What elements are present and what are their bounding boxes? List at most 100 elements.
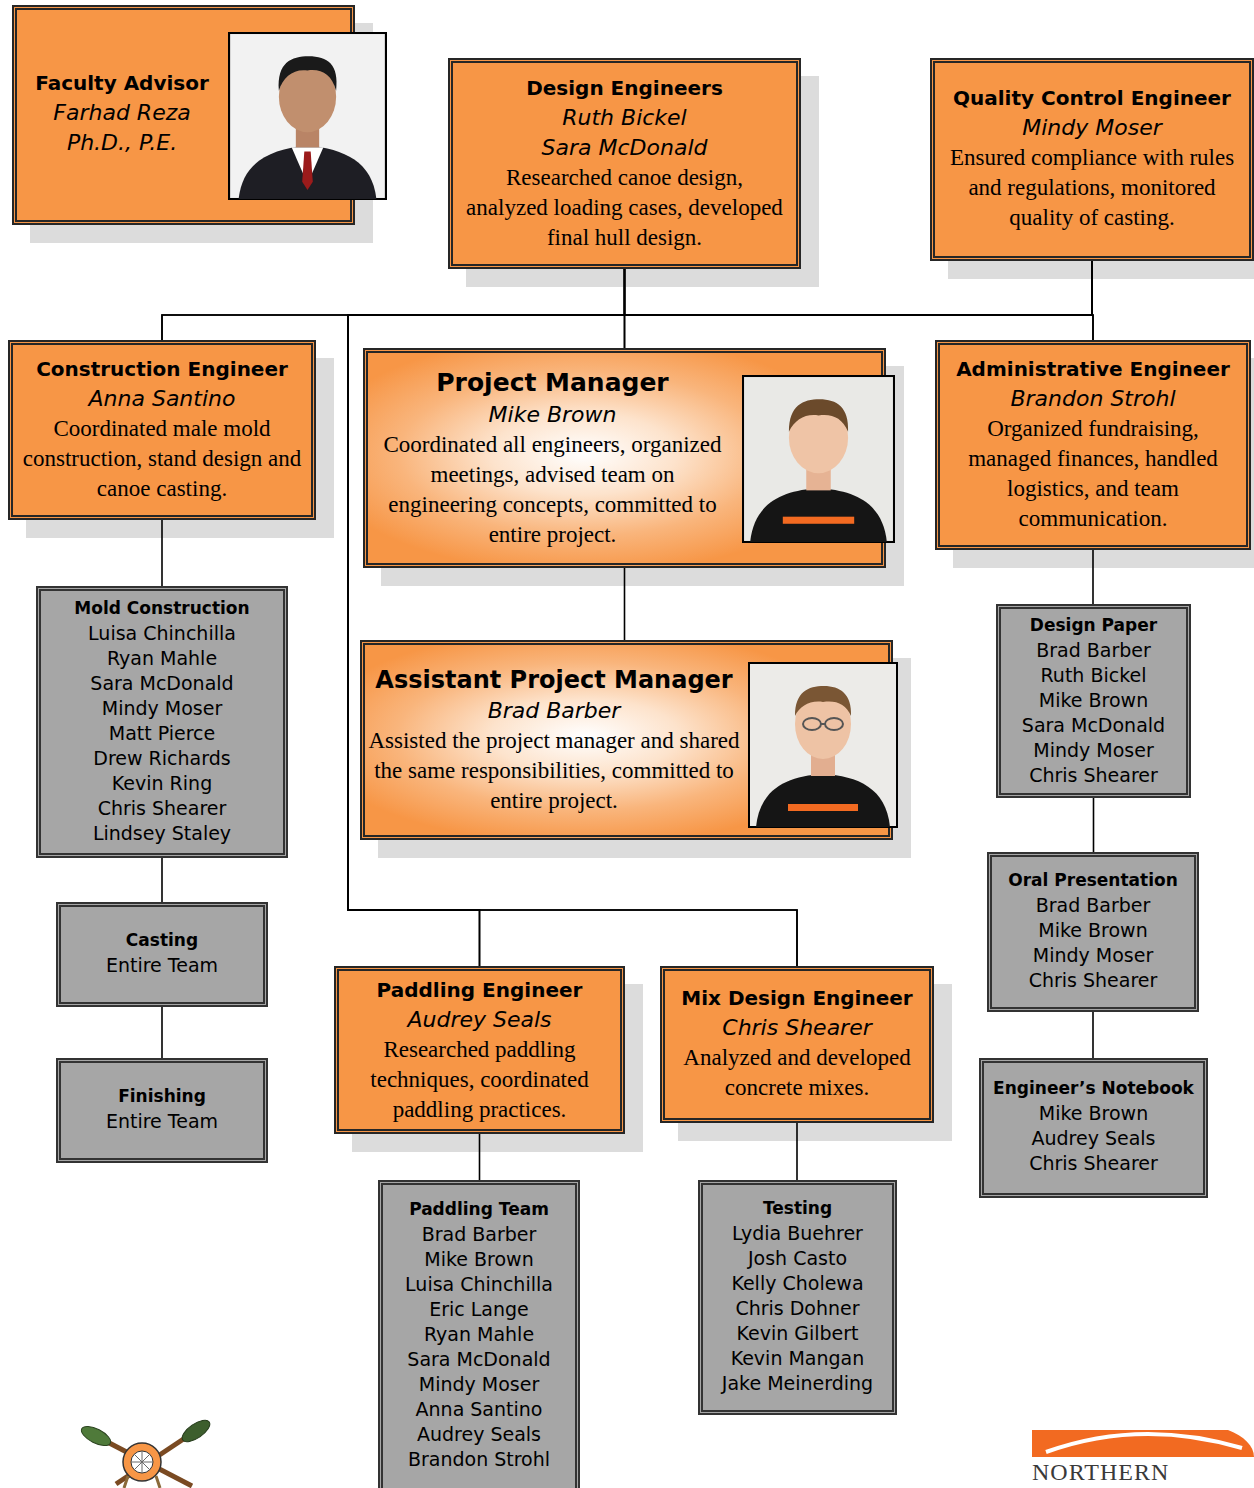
team-box: Design PaperBrad BarberRuth BickelMike B… xyxy=(996,604,1191,798)
role-box: Administrative EngineerBrandon StrohlOrg… xyxy=(935,340,1251,550)
role-description: Researched paddling techniques, coordina… xyxy=(345,1035,614,1125)
member-name: Sara McDonald xyxy=(1004,713,1183,738)
member-name: Anna Santino xyxy=(19,384,305,414)
member-name: Kevin Gilbert xyxy=(706,1321,889,1346)
member-name: Audrey Seals xyxy=(386,1422,572,1447)
member-name: Mindy Moser xyxy=(1004,738,1183,763)
member-name: Mike Brown xyxy=(386,1247,572,1272)
connector-line xyxy=(162,269,625,340)
member-name: Brad Barber xyxy=(386,1222,572,1247)
member-name: Ruth Bickel xyxy=(1004,663,1183,688)
member-name: Mike Brown xyxy=(995,918,1191,943)
member-name: Lindsey Staley xyxy=(44,821,280,846)
member-name: Entire Team xyxy=(64,1109,260,1134)
role-box: Assistant Project ManagerBrad BarberAssi… xyxy=(360,640,893,840)
member-name: Mike Brown xyxy=(375,400,730,430)
member-name: Josh Casto xyxy=(706,1246,889,1271)
member-name: Sara McDonald xyxy=(44,671,280,696)
team-heading: Casting xyxy=(64,928,260,953)
node-heading: Faculty Advisor xyxy=(21,68,223,98)
connector-line xyxy=(479,1134,481,1180)
role-description: Ensured compliance with rules and regula… xyxy=(938,143,1246,233)
team-box: Engineer’s NotebookMike BrownAudrey Seal… xyxy=(979,1058,1208,1198)
node-heading: Project Manager xyxy=(375,366,730,400)
member-name: Audrey Seals xyxy=(987,1126,1200,1151)
team-box: Oral PresentationBrad BarberMike BrownMi… xyxy=(987,852,1199,1012)
team-box: TestingLydia BuehrerJosh CastoKelly Chol… xyxy=(698,1180,897,1415)
member-name: Ruth Bickel xyxy=(465,103,784,133)
member-name: Brad Barber xyxy=(1004,638,1183,663)
connector-line xyxy=(624,568,626,640)
node-heading: Administrative Engineer xyxy=(945,354,1241,384)
member-name: Kevin Ring xyxy=(44,771,280,796)
team-heading: Engineer’s Notebook xyxy=(987,1076,1200,1101)
node-heading: Mix Design Engineer xyxy=(669,983,925,1013)
member-name: Ryan Mahle xyxy=(44,646,280,671)
team-heading: Testing xyxy=(706,1196,889,1221)
role-description: Researched canoe design, analyzed loadin… xyxy=(465,163,784,253)
member-name: Luisa Chinchilla xyxy=(386,1272,572,1297)
role-box: Quality Control EngineerMindy MoserEnsur… xyxy=(930,58,1254,261)
portrait-photo xyxy=(228,32,387,200)
role-description: Assisted the project manager and shared … xyxy=(368,726,740,816)
member-name: Mike Brown xyxy=(1004,688,1183,713)
member-name: Farhad Reza Ph.D., P.E. xyxy=(21,98,223,158)
member-name: Eric Lange xyxy=(386,1297,572,1322)
member-name: Mindy Moser xyxy=(995,943,1191,968)
paddle-logo xyxy=(79,1416,214,1488)
member-name: Matt Pierce xyxy=(44,721,280,746)
university-logo xyxy=(1032,1430,1254,1457)
member-name: Brad Barber xyxy=(995,893,1191,918)
team-heading: Mold Construction xyxy=(44,596,280,621)
connector-line xyxy=(161,520,163,586)
member-name: Chris Shearer xyxy=(987,1151,1200,1176)
connector-line xyxy=(1093,798,1095,852)
member-name: Kelly Cholewa xyxy=(706,1271,889,1296)
role-box: Paddling EngineerAudrey SealsResearched … xyxy=(334,966,625,1134)
portrait-photo xyxy=(748,662,898,828)
member-name: Anna Santino xyxy=(386,1397,572,1422)
team-heading: Oral Presentation xyxy=(995,868,1191,893)
member-name: Mindy Moser xyxy=(938,113,1246,143)
connector-line xyxy=(625,269,1094,340)
team-heading: Paddling Team xyxy=(386,1197,572,1222)
connector-line xyxy=(1092,550,1094,604)
connector-line xyxy=(796,1123,798,1180)
portrait-photo xyxy=(742,375,895,543)
member-name: Brandon Strohl xyxy=(386,1447,572,1472)
member-name: Entire Team xyxy=(64,953,260,978)
member-name: Mike Brown xyxy=(987,1101,1200,1126)
member-name: Chris Shearer xyxy=(995,968,1191,993)
member-name: Chris Shearer xyxy=(669,1013,925,1043)
node-heading: Paddling Engineer xyxy=(345,975,614,1005)
role-description: Coordinated all engineers, organized mee… xyxy=(375,430,730,550)
logo-wordmark: NORTHERN xyxy=(1032,1459,1169,1485)
team-box: Mold ConstructionLuisa ChinchillaRyan Ma… xyxy=(36,586,288,858)
member-name: Brad Barber xyxy=(368,696,740,726)
node-heading: Assistant Project Manager xyxy=(368,664,740,696)
member-name: Brandon Strohl xyxy=(945,384,1241,414)
role-box: Construction EngineerAnna SantinoCoordin… xyxy=(8,340,316,520)
member-name: Chris Shearer xyxy=(44,796,280,821)
member-name: Drew Richards xyxy=(44,746,280,771)
member-name: Jake Meinerding xyxy=(706,1371,889,1396)
role-box: Project ManagerMike BrownCoordinated all… xyxy=(363,348,886,568)
node-heading: Quality Control Engineer xyxy=(938,83,1246,113)
member-name: Kevin Mangan xyxy=(706,1346,889,1371)
member-name: Sara McDonald xyxy=(386,1347,572,1372)
connector-line xyxy=(162,261,1092,340)
role-description: Organized fundraising, managed finances,… xyxy=(945,414,1241,534)
member-name: Chris Shearer xyxy=(1004,763,1183,788)
team-heading: Finishing xyxy=(64,1084,260,1109)
member-name: Chris Dohner xyxy=(706,1296,889,1321)
role-description: Analyzed and developed concrete mixes. xyxy=(669,1043,925,1103)
team-box: Paddling TeamBrad BarberMike BrownLuisa … xyxy=(378,1180,580,1488)
role-description: Coordinated male mold construction, stan… xyxy=(19,414,305,504)
connector-line xyxy=(161,1007,163,1058)
member-name: Audrey Seals xyxy=(345,1005,614,1035)
connector-line xyxy=(625,261,1093,348)
node-heading: Design Engineers xyxy=(465,73,784,103)
role-box: Faculty AdvisorFarhad Reza Ph.D., P.E. xyxy=(12,5,355,225)
team-box: FinishingEntire Team xyxy=(56,1058,268,1163)
member-name: Mindy Moser xyxy=(386,1372,572,1397)
